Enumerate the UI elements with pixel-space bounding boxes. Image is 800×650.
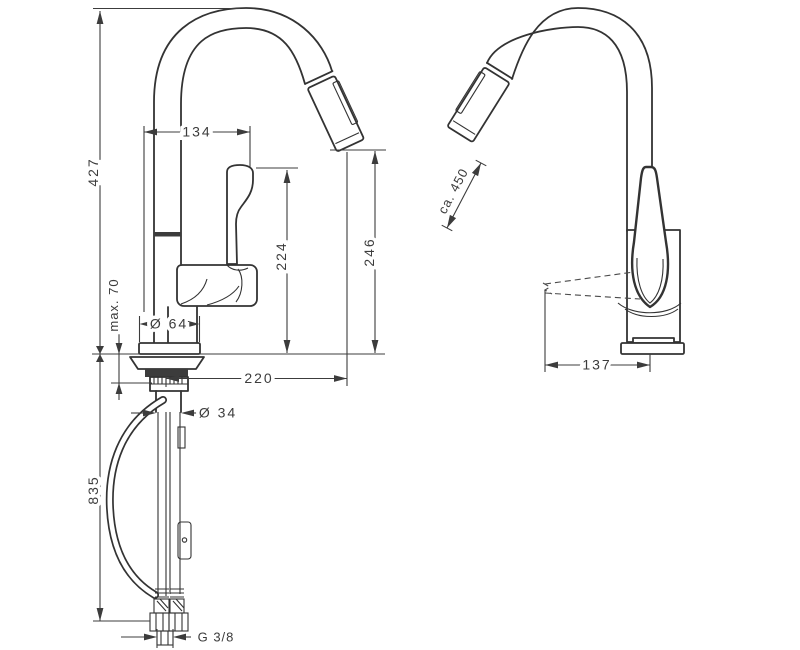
body-detail-curve-1 — [180, 278, 208, 305]
mounting-plate — [129, 356, 205, 370]
spout-arch-inner-side — [486, 26, 628, 232]
dim-handle-height: 224 — [256, 167, 298, 353]
under-counter-assembly — [105, 356, 205, 646]
spray-head-outline — [307, 75, 365, 152]
hose-bracket — [177, 521, 192, 560]
dim-base-diameter: Ø 64 — [138, 312, 201, 342]
swing-line-top — [544, 271, 635, 285]
dim-shank-diameter: Ø 34 — [131, 401, 239, 424]
spout-end-joint-line-side — [486, 61, 514, 80]
handle-base-arc-2 — [624, 308, 679, 318]
body-detail-curve-3 — [235, 268, 243, 303]
dim-label-427: 427 — [85, 157, 101, 186]
faucet-side-view — [447, 7, 685, 355]
spray-head-outline-side — [447, 67, 510, 143]
handle-side — [630, 165, 670, 309]
handle-swing-range — [542, 271, 641, 300]
dim-label-g38: G 3/8 — [198, 630, 235, 645]
mixer-body — [176, 264, 258, 307]
thread-stub — [156, 630, 174, 646]
supply-tubes — [157, 412, 181, 596]
dim-spout-top-offset: 134 — [143, 120, 251, 312]
dim-label-246: 246 — [361, 237, 377, 266]
spray-button — [332, 80, 358, 125]
dim-label-220: 220 — [244, 370, 273, 386]
spout-end-joint-line — [304, 70, 334, 85]
faucet-front-view — [92, 7, 385, 646]
spout-arch-outer — [153, 7, 333, 344]
dim-label-134: 134 — [182, 124, 211, 140]
dim-label-137: 137 — [582, 357, 611, 373]
dim-label-835: 835 — [85, 475, 101, 504]
spray-head-side — [447, 61, 514, 143]
dim-spout-reach: 220 — [165, 152, 348, 390]
dim-max-counter-thickness: max. 70 — [103, 275, 152, 400]
connector-nut-left — [149, 612, 170, 632]
hose-crimp-ridges — [155, 588, 184, 598]
dim-hose-length: 835 — [82, 354, 150, 622]
dim-label-224: 224 — [273, 241, 289, 270]
handle-lever — [226, 164, 254, 265]
body-detail-curve-4 — [226, 264, 249, 271]
dim-outlet-height: 246 — [330, 149, 386, 353]
pullout-hose-loop — [107, 397, 166, 598]
spray-face-line-side — [452, 120, 476, 135]
handle-base-arc-1 — [617, 302, 682, 314]
dim-connection-thread: G 3/8 — [121, 626, 237, 648]
pullout-hose-loop-outline — [105, 396, 167, 599]
body-detail-curve-2 — [206, 285, 240, 306]
swing-line-bottom — [544, 292, 641, 300]
spout-arch-inner — [180, 27, 306, 265]
thread-stub-lines — [160, 631, 169, 645]
dim-label-max70: max. 70 — [106, 278, 121, 331]
spray-button-side — [455, 71, 486, 114]
base-neck — [167, 306, 198, 344]
tube-clip — [177, 426, 186, 449]
dim-pullout-extension: ca. 450 — [431, 159, 487, 232]
nut-facets — [155, 613, 183, 631]
riser-joint-line — [154, 232, 181, 237]
swing-break-symbol — [542, 282, 553, 295]
spray-face-line — [335, 132, 360, 145]
base-flange-side — [620, 342, 685, 355]
dim-label-dia34: Ø 34 — [199, 405, 237, 421]
handle-inner-line — [636, 257, 664, 304]
spout-arch-outer-side — [511, 7, 653, 232]
spray-head-front — [304, 70, 365, 152]
base-flange — [138, 342, 201, 355]
connector-nut-right — [168, 612, 189, 632]
dim-outlet-depth: 137 — [544, 290, 651, 376]
bracket-pin — [181, 537, 188, 543]
crimp-hatch — [156, 598, 185, 612]
dim-label-dia64: Ø 64 — [150, 316, 188, 332]
